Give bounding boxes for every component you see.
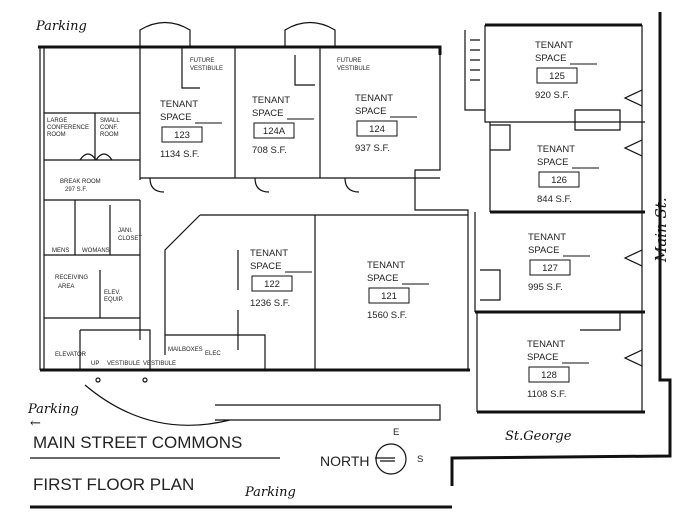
tenant-label: TENANT <box>537 144 575 155</box>
unit-number: 128 <box>541 370 557 381</box>
small-conference-label: ROOM <box>100 132 119 138</box>
unit-number: 127 <box>542 263 558 274</box>
future-vestibule-label: FUTURE <box>190 58 214 64</box>
unit-number-box <box>251 275 293 292</box>
future-vestibule-label: FUTURE <box>337 58 361 64</box>
tenant-label: TENANT <box>250 248 288 259</box>
vestibule-label: VESTIBULE <box>107 361 140 367</box>
tenant-label: SPACE <box>367 273 399 284</box>
large-conference-label: CONFERENCE <box>47 125 89 131</box>
tenant-label: TENANT <box>355 93 393 104</box>
unit-number: 125 <box>549 71 565 82</box>
tenant-space-124A: TENANT SPACE 124A 708 S.F. <box>252 95 314 156</box>
unit-number-box <box>368 287 410 304</box>
compass-south: S <box>417 454 423 465</box>
tenant-label: SPACE <box>537 157 569 168</box>
street-main-st: Main St. <box>652 197 670 263</box>
unit-number: 122 <box>264 279 280 290</box>
tenant-space-121: TENANT SPACE 121 1560 S.F. <box>367 260 429 321</box>
elev-equip-label: ELEV. <box>104 290 121 296</box>
tenant-space-125: TENANT SPACE 125 920 S.F. <box>535 40 597 101</box>
unit-number-box <box>529 259 571 276</box>
unit-area: 937 S.F. <box>355 143 390 154</box>
elevator-label: ELEVATOR <box>55 352 87 358</box>
unit-number: 126 <box>551 175 567 186</box>
tenant-label: SPACE <box>250 261 282 272</box>
tenant-label: SPACE <box>252 108 284 119</box>
large-conference-label: LARGE <box>47 118 67 124</box>
unit-area: 1236 S.F. <box>250 298 290 309</box>
tenant-space-128: TENANT SPACE 128 1108 S.F. <box>527 339 589 400</box>
unit-number-box <box>356 120 398 137</box>
small-conference-label: SMALL <box>100 118 120 124</box>
mailboxes-label: MAILBOXES <box>168 347 203 353</box>
large-conference-label: ROOM <box>47 132 66 138</box>
unit-number-box <box>161 126 203 143</box>
unit-area: 844 S.F. <box>537 194 572 205</box>
tenant-label: SPACE <box>355 106 387 117</box>
unit-number-box <box>538 171 580 188</box>
womens-room-label: WOMANS <box>82 248 110 254</box>
tenant-space-122: TENANT SPACE 122 1236 S.F. <box>250 248 312 309</box>
elev-equip-label: EQUIP. <box>104 297 124 303</box>
unit-area: 995 S.F. <box>528 282 563 293</box>
break-room-area: 297 S.F. <box>65 187 87 193</box>
tenant-space-123: TENANT SPACE 123 1134 S.F. <box>160 99 222 160</box>
janitor-closet-label: CLOSET <box>118 236 142 242</box>
parking-label-bottom: Parking <box>244 485 296 500</box>
unit-number: 123 <box>174 130 190 141</box>
compass-north: NORTH <box>320 453 370 469</box>
future-vestibule-label: VESTIBULE <box>337 66 370 72</box>
compass-east: E <box>393 427 399 438</box>
tenant-spaces: TENANT SPACE 123 1134 S.F. TENANT SPACE 124A 70… <box>160 40 599 400</box>
tenant-label: SPACE <box>535 53 567 64</box>
tenant-space-126: TENANT SPACE 126 844 S.F. <box>537 144 599 205</box>
unit-area: 1108 S.F. <box>527 389 566 400</box>
unit-number: 121 <box>381 291 397 302</box>
property-line <box>450 12 672 486</box>
receiving-area-label: AREA <box>58 284 74 290</box>
janitor-closet-label: JANI. <box>118 228 133 234</box>
mens-room-label: MENS <box>52 248 69 254</box>
arrow-left-icon: ← <box>30 416 41 431</box>
plan-subtitle: FIRST FLOOR PLAN <box>33 475 194 494</box>
unit-area: 708 S.F. <box>252 145 287 156</box>
plan-title: MAIN STREET COMMONS <box>33 433 242 452</box>
parking-label-left: Parking <box>27 402 79 417</box>
stair-up-label: UP <box>91 361 99 367</box>
tenant-label: TENANT <box>528 232 566 243</box>
room-labels: FUTURE VESTIBULE FUTURE VESTIBULE LARGE … <box>47 58 370 367</box>
unit-area: 1560 S.F. <box>367 310 407 321</box>
tenant-label: TENANT <box>367 260 405 271</box>
main-building-walls <box>38 21 470 426</box>
tenant-label: SPACE <box>160 112 192 123</box>
small-conference-label: CONF. <box>100 125 118 131</box>
street-st-george: St.George <box>505 429 572 444</box>
receiving-area-label: RECEIVING <box>55 275 88 281</box>
tenant-label: TENANT <box>527 339 565 350</box>
unit-area: 920 S.F. <box>535 90 570 101</box>
tenant-space-124: TENANT SPACE 124 937 S.F. <box>355 93 417 154</box>
unit-number: 124 <box>369 124 385 135</box>
parking-label-top: Parking <box>35 19 87 34</box>
tenant-label: TENANT <box>535 40 573 51</box>
tenant-label: SPACE <box>527 352 559 363</box>
unit-number: 124A <box>263 126 286 137</box>
unit-area: 1134 S.F. <box>160 149 199 160</box>
vestibule-label: VESTIBULE <box>143 361 176 367</box>
tenant-space-127: TENANT SPACE 127 995 S.F. <box>528 232 590 293</box>
tenant-label: SPACE <box>528 245 560 256</box>
elec-room-label: ELEC <box>205 351 221 357</box>
tenant-label: TENANT <box>160 99 198 110</box>
unit-number-box <box>536 67 578 84</box>
unit-number-box <box>528 366 570 383</box>
future-vestibule-label: VESTIBULE <box>190 66 223 72</box>
compass: E S NORTH <box>320 427 423 475</box>
unit-number-box <box>253 122 295 139</box>
break-room-label: BREAK ROOM <box>60 179 101 185</box>
right-wing-walls <box>464 23 645 414</box>
tenant-label: TENANT <box>252 95 290 106</box>
